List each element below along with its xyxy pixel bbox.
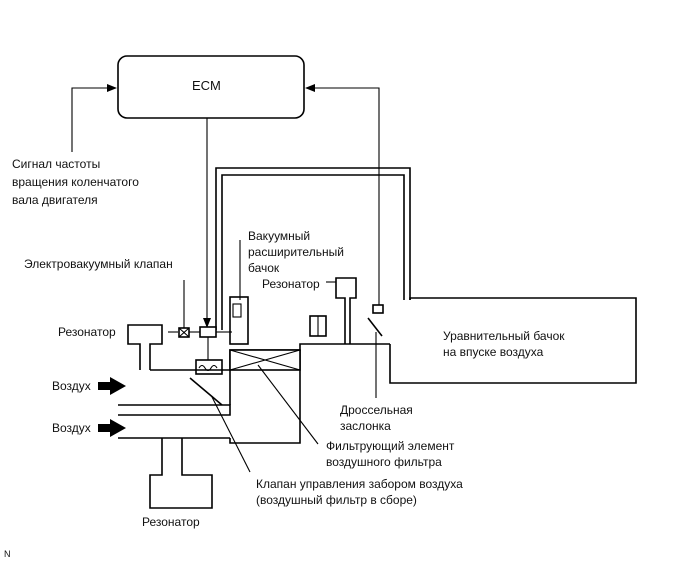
throttle-sensor bbox=[372, 304, 384, 314]
air-arrow-2 bbox=[98, 419, 126, 437]
vsv-cross-b bbox=[178, 327, 190, 338]
resonator-top-shape bbox=[335, 277, 357, 344]
vsv-label: Электровакуумный клапан bbox=[24, 257, 173, 271]
corner-mark: N bbox=[4, 549, 11, 559]
ecm-label: ECM bbox=[192, 78, 221, 93]
crank-signal-label-3: вала двигателя bbox=[12, 193, 98, 207]
vacuum-tank bbox=[229, 296, 249, 345]
vacuum-pipe-inner bbox=[221, 174, 405, 330]
throttle-plate bbox=[367, 317, 383, 337]
throttle-label-1: Дроссельная bbox=[340, 403, 413, 417]
vacuum-tank-label-2: расширительный bbox=[248, 245, 344, 259]
resonator-top-label: Резонатор bbox=[262, 277, 320, 291]
surge-tank-label-2: на впуске воздуха bbox=[443, 345, 544, 359]
vsv-body bbox=[199, 326, 217, 338]
resonator-bottom-shape bbox=[149, 438, 213, 509]
intake-valve-label-2: (воздушный фильтр в сборе) bbox=[256, 493, 417, 507]
air-label-1: Воздух bbox=[52, 379, 91, 393]
filter-element-label-2: воздушного фильтра bbox=[326, 455, 442, 469]
air-arrow-1 bbox=[98, 377, 126, 395]
filter-hatch-b bbox=[229, 349, 301, 371]
resonator-bottom-label: Резонатор bbox=[142, 515, 200, 529]
throttle-label-2: заслонка bbox=[340, 419, 391, 433]
crank-signal-label-2: вращения коленчатого bbox=[12, 175, 139, 189]
vacuum-tank-label-1: Вакуумный bbox=[248, 229, 311, 243]
resonator-left-label: Резонатор bbox=[58, 325, 116, 339]
upper-duct-bottom bbox=[118, 404, 231, 416]
intake-valve-label-1: Клапан управления забором воздуха bbox=[256, 477, 463, 491]
intake-valve-leader bbox=[211, 396, 251, 473]
ecm-box bbox=[117, 55, 305, 119]
vacuum-tank-check-valve bbox=[232, 303, 242, 318]
vacuum-tank-label-3: бачок bbox=[248, 261, 280, 275]
crank-signal-label-1: Сигнал частоты bbox=[12, 157, 101, 171]
surge-tank bbox=[389, 297, 637, 384]
crank-signal-line bbox=[71, 84, 117, 152]
surge-tank-label-1: Уравнительный бачок bbox=[443, 329, 565, 343]
air-label-2: Воздух bbox=[52, 421, 91, 435]
throttle-signal-line bbox=[305, 84, 380, 305]
housing-right bbox=[229, 350, 301, 444]
filter-leader bbox=[257, 364, 319, 445]
vacuum-pipe-outer bbox=[215, 167, 411, 330]
resonator-left-shape bbox=[127, 324, 163, 370]
filter-element-label-1: Фильтрующий элемент bbox=[326, 439, 455, 453]
intake-control-plate bbox=[189, 377, 223, 406]
